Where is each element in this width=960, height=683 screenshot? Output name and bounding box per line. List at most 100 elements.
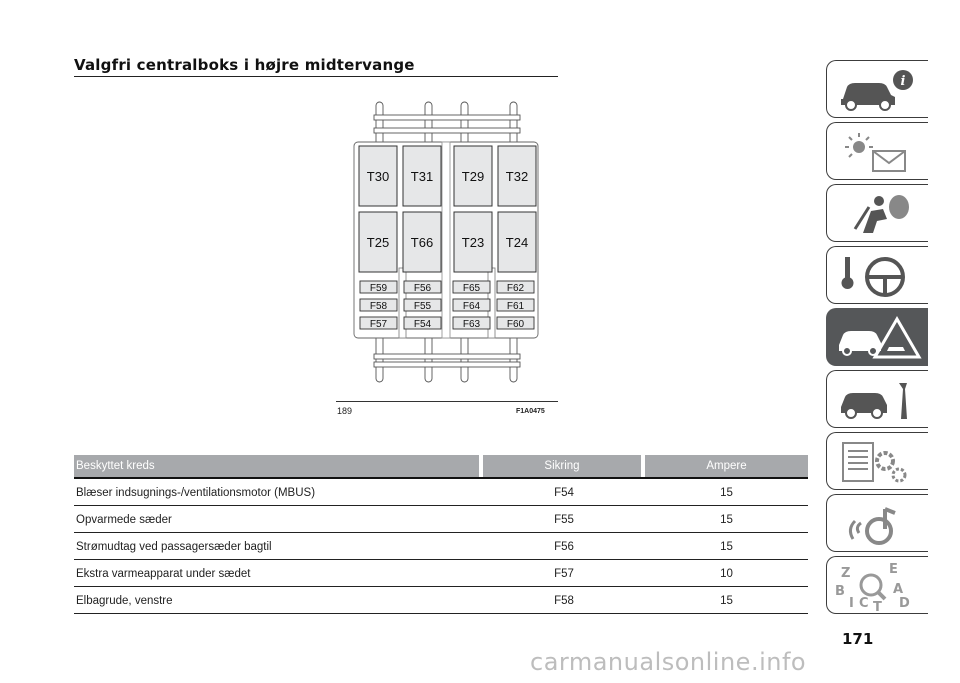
relay-t31: T31: [402, 145, 442, 207]
fuse-f64: F64: [452, 298, 491, 312]
fuse-f57: F57: [359, 316, 398, 330]
circuit-cell: Strømudtag ved passagersæder bagtil: [76, 541, 272, 553]
figure-rule: [336, 401, 558, 402]
relay-label: T25: [367, 235, 389, 250]
relay-t25: T25: [358, 211, 398, 273]
tab-car-info[interactable]: i: [826, 60, 928, 118]
fuse-label: F54: [414, 319, 432, 330]
relay-t24: T24: [497, 211, 537, 273]
page-title: Valgfri centralboks i højre midtervange: [74, 56, 415, 74]
fuse-f59: F59: [359, 280, 398, 294]
svg-text:E: E: [889, 562, 898, 577]
fuse-label: F57: [370, 319, 388, 330]
column-header: Beskyttet kreds: [74, 455, 479, 477]
tab-safety[interactable]: [826, 184, 928, 242]
relay-label: T29: [462, 169, 484, 184]
fuse-label: F65: [463, 283, 481, 294]
table-row: Elbagrude, venstre F58 15: [74, 587, 808, 614]
figure-number: 189: [337, 406, 353, 416]
tab-warning-lights[interactable]: [826, 122, 928, 180]
ampere-cell: 15: [720, 487, 733, 499]
svg-text:D: D: [899, 596, 910, 611]
relay-t23: T23: [453, 211, 493, 273]
fuse-label: F56: [414, 283, 432, 294]
car-breakdown-warning-icon: [839, 316, 922, 359]
index-icon: Z E B A D I C T: [835, 562, 910, 611]
fuse-f61: F61: [496, 298, 535, 312]
fuse-f56: F56: [403, 280, 442, 294]
relay-label: T23: [462, 235, 484, 250]
circuit-cell: Blæser indsugnings-/ventilationsmotor (M…: [76, 487, 316, 499]
title-rule: [74, 76, 558, 77]
fuse-label: F58: [370, 301, 388, 312]
fuse-f62: F62: [496, 280, 535, 294]
fuse-label: F64: [463, 301, 481, 312]
car-maintenance-icon: [841, 383, 907, 419]
page-number: 171: [842, 630, 874, 648]
mounting-rail: [373, 114, 521, 121]
tab-index[interactable]: Z E B A D I C T: [826, 556, 928, 614]
ampere-cell: 15: [720, 595, 733, 607]
header-rule: [74, 477, 808, 479]
table-row: Opvarmede sæder F55 15: [74, 506, 808, 533]
column-header: Sikring: [483, 455, 641, 477]
tab-technical-data[interactable]: [826, 432, 928, 490]
relay-t66: T66: [402, 211, 442, 273]
watermark: carmanualsonline.info: [530, 648, 807, 676]
relay-t30: T30: [358, 145, 398, 207]
fuse-f65: F65: [452, 280, 491, 294]
car-info-icon: i: [841, 70, 913, 111]
table-row: Blæser indsugnings-/ventilationsmotor (M…: [74, 479, 808, 506]
fuse-cell: F57: [554, 568, 574, 580]
svg-text:B: B: [835, 584, 845, 599]
tab-maintenance[interactable]: [826, 370, 928, 428]
svg-text:Z: Z: [841, 566, 850, 581]
fuse-f55: F55: [403, 298, 442, 312]
mounting-rail: [373, 361, 521, 368]
mounting-rail: [373, 353, 521, 360]
tab-starting-driving[interactable]: [826, 246, 928, 304]
relay-t32: T32: [497, 145, 537, 207]
relay-label: T32: [506, 169, 528, 184]
multimedia-icon: [848, 507, 896, 545]
tab-emergency[interactable]: [826, 308, 928, 366]
fuse-table: Beskyttet kreds Sikring Ampere Blæser in…: [74, 455, 808, 614]
relay-label: T30: [367, 169, 389, 184]
relay-label: T24: [506, 235, 528, 250]
svg-text:i: i: [901, 74, 906, 89]
relay-label: T31: [411, 169, 433, 184]
svg-text:T: T: [873, 600, 882, 611]
circuit-cell: Opvarmede sæder: [76, 514, 172, 526]
fuse-f58: F58: [359, 298, 398, 312]
circuit-cell: Ekstra varmeapparat under sædet: [76, 568, 251, 580]
fuse-f60: F60: [496, 316, 535, 330]
fuse-label: F59: [370, 283, 388, 294]
fuse-cell: F55: [554, 514, 574, 526]
fuse-cell: F54: [554, 487, 574, 499]
ampere-cell: 15: [720, 541, 733, 553]
fuse-f54: F54: [403, 316, 442, 330]
technical-data-icon: [842, 442, 907, 483]
fuse-label: F60: [507, 319, 525, 330]
ampere-cell: 15: [720, 514, 733, 526]
circuit-cell: Elbagrude, venstre: [76, 595, 173, 607]
table-header: Beskyttet kreds Sikring Ampere: [74, 455, 808, 477]
warning-lights-icon: [845, 133, 906, 172]
column-header: Ampere: [645, 455, 808, 477]
table-row: Ekstra varmeapparat under sædet F57 10: [74, 560, 808, 587]
fuse-label: F62: [507, 283, 525, 294]
table-row: Strømudtag ved passagersæder bagtil F56 …: [74, 533, 808, 560]
svg-text:I: I: [849, 596, 854, 611]
fuse-label: F63: [463, 319, 481, 330]
relay-t29: T29: [453, 145, 493, 207]
fuse-cell: F56: [554, 541, 574, 553]
fuse-f63: F63: [452, 316, 491, 330]
steering-key-icon: [841, 257, 905, 297]
mounting-rail: [373, 127, 521, 134]
svg-text:C: C: [859, 596, 869, 611]
tab-multimedia[interactable]: [826, 494, 928, 552]
fuse-label: F55: [414, 301, 432, 312]
figure-code: F1A0475: [516, 408, 545, 415]
svg-text:A: A: [893, 582, 903, 597]
